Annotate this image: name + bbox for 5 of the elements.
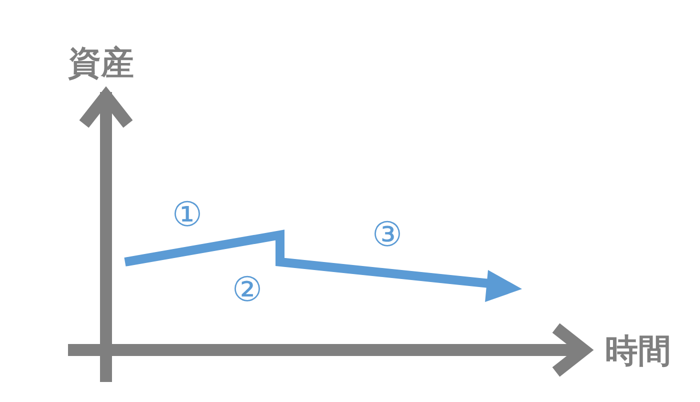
axis-label: 資産: [68, 46, 134, 79]
axis-label: 時間: [605, 334, 671, 367]
step-number: ①: [172, 198, 202, 232]
step-number: ②: [232, 273, 262, 307]
step-number: ③: [372, 218, 402, 252]
